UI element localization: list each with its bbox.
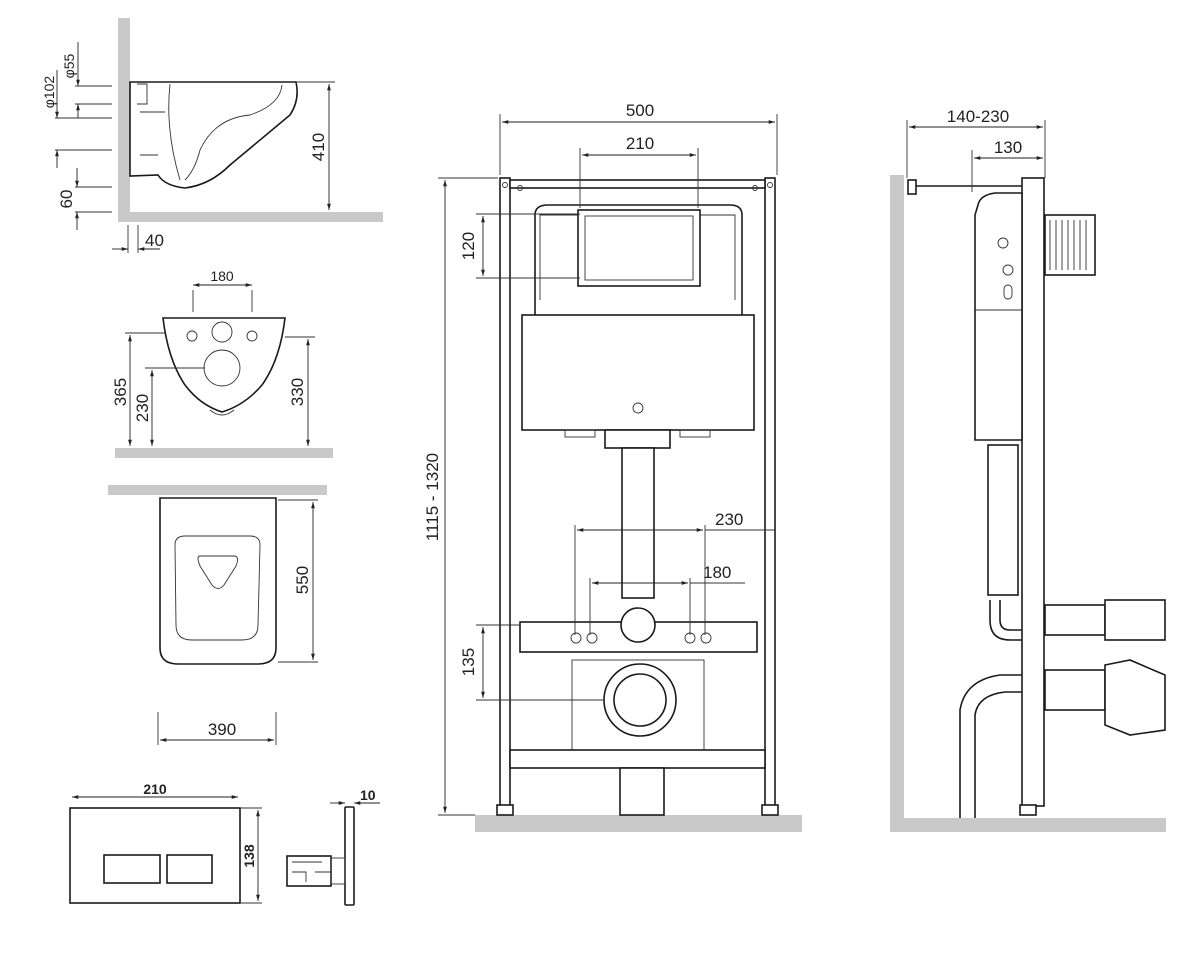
bowl-side-view: 410 φ55 φ102 60 40 [41, 18, 383, 253]
dim-bowl-height: 410 [309, 133, 328, 161]
dim-depth: 130 [994, 138, 1022, 157]
bowl-top-view: 550 390 [108, 485, 327, 745]
dim-plate-height: 138 [241, 844, 257, 868]
dim-plate-depth: 10 [360, 787, 376, 803]
dim-bowl-width: 390 [208, 720, 236, 739]
dim-wall-gap: 40 [145, 231, 164, 250]
dim-height-range: 1115 - 1320 [423, 453, 442, 541]
frame-front-view: 500 210 120 1115 - 1320 230 180 135 [423, 101, 802, 832]
dim-frame-width: 500 [626, 101, 654, 120]
dim-bottom-offset: 60 [57, 190, 76, 209]
dim-inlet-diameter: φ55 [61, 53, 77, 78]
dim-outlet-spacing-outer: 230 [715, 510, 743, 529]
dim-bolt-spacing: 180 [210, 268, 234, 284]
dim-side-height: 330 [288, 378, 307, 406]
flush-plate-views: 210 138 10 [69, 781, 380, 906]
dim-total-height: 365 [111, 378, 130, 406]
dim-plate-opening: 210 [626, 134, 654, 153]
frame-side-view: 140-230 130 [890, 107, 1166, 832]
dim-plate-height: 120 [459, 232, 478, 260]
dim-outlet-height: 230 [133, 394, 152, 422]
dim-plate-width: 210 [143, 781, 167, 797]
dim-bowl-length: 550 [293, 566, 312, 594]
dim-outlet-height: 135 [459, 648, 478, 676]
dim-outlet-spacing-inner: 180 [703, 563, 731, 582]
dim-depth-range: 140-230 [947, 107, 1009, 126]
dim-outlet-diameter: φ102 [41, 76, 57, 109]
bowl-back-view: 180 365 230 330 [111, 268, 333, 458]
